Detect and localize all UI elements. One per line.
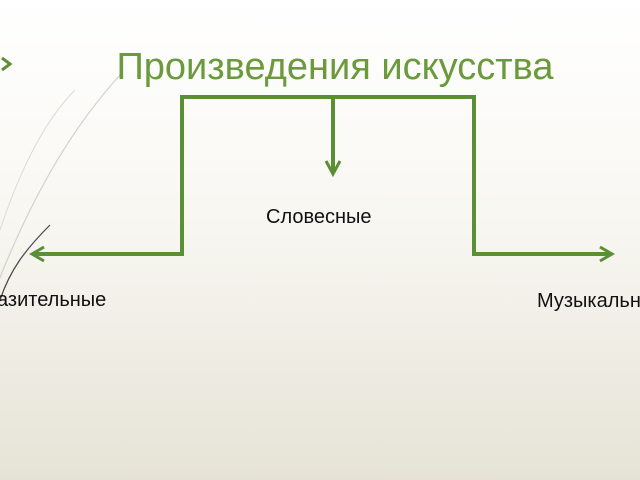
connector-lines <box>34 95 610 256</box>
arrow-left-icon <box>29 245 45 263</box>
decorative-swoosh <box>0 74 121 280</box>
decorative-swoosh <box>0 224 51 301</box>
category-label-visual: Изобразительные <box>0 289 107 311</box>
bullet-arrow-icon <box>1 56 13 72</box>
slide-title: Произведения искусства <box>116 46 554 88</box>
arrow-right-icon <box>599 245 615 263</box>
arrow-down-icon <box>324 160 342 178</box>
category-label-verbal: Словесные <box>266 206 372 228</box>
decorative-swoosh <box>0 89 76 231</box>
category-label-musical: Музыкальные <box>537 290 640 312</box>
